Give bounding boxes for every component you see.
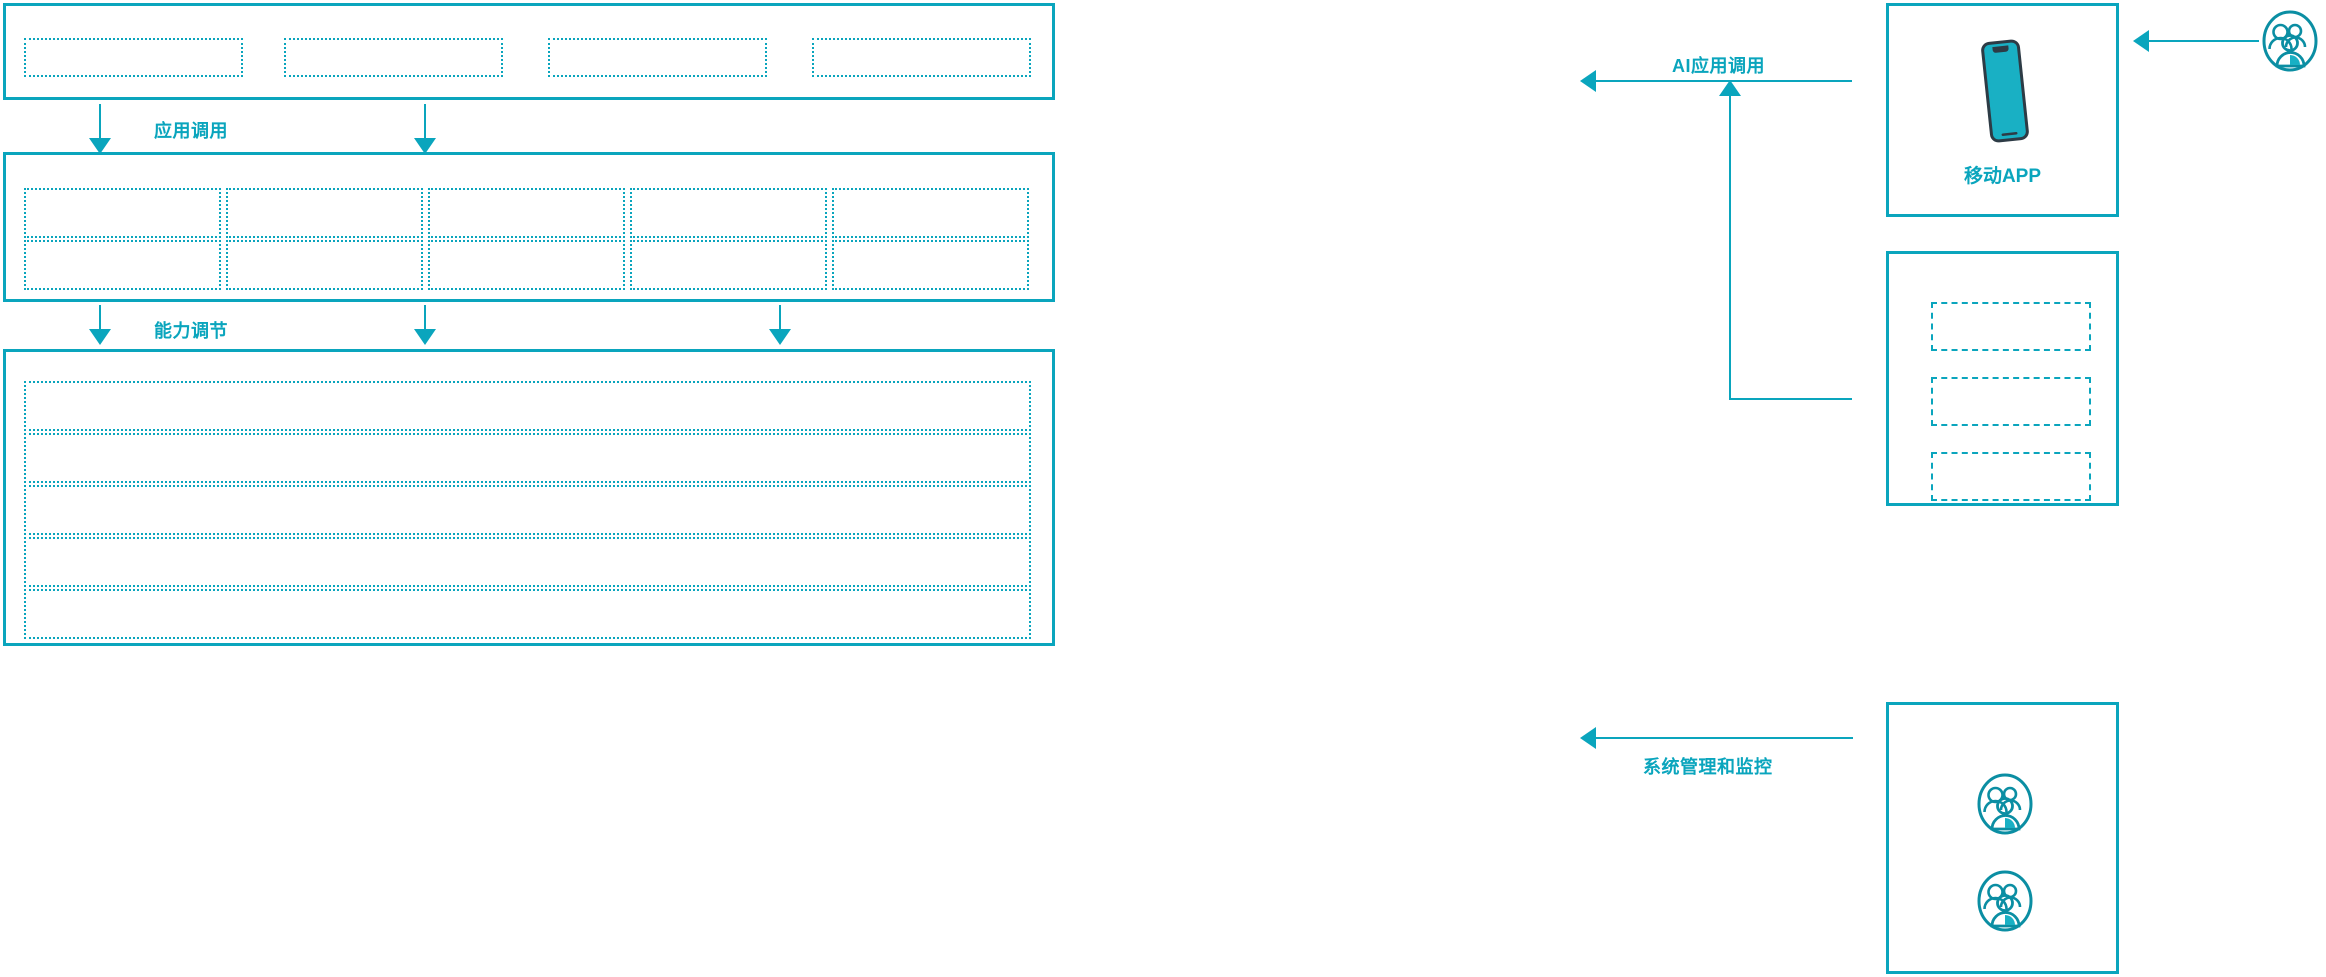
operator-user-group-icon-2[interactable] [1976,870,2034,932]
operator-user-group-icon-1[interactable] [1976,773,2034,835]
capability-arrow-2-shaft [424,305,426,339]
operator-card[interactable] [1886,702,2119,974]
capability-arrow-3-head [769,329,791,345]
capability-box-r2c5[interactable] [832,240,1029,290]
app-call-arrow-1-shaft [99,104,101,140]
application-layer-panel [3,3,1055,100]
channel-list-box-1[interactable] [1931,302,2091,351]
capability-box-r1c4[interactable] [630,188,827,238]
infrastructure-row-3[interactable] [24,485,1031,535]
app-call-arrow-2-shaft [424,104,426,140]
infrastructure-row-2[interactable] [24,433,1031,483]
app-call-label: 应用调用 [154,121,228,141]
infrastructure-row-5[interactable] [24,589,1031,639]
capability-box-r1c1[interactable] [24,188,221,238]
channel-list-box-2[interactable] [1931,377,2091,426]
capability-arrow-1-shaft [99,305,101,339]
capability-box-r1c5[interactable] [832,188,1029,238]
smartphone-icon [1973,36,2037,146]
end-user-arrow-shaft [2146,40,2259,42]
capability-box-r1c3[interactable] [428,188,625,238]
system-admin-arrow-shaft [1593,737,1853,739]
ai-app-call-label: AI应用调用 [1672,56,1765,76]
capability-arrow-3-shaft [779,305,781,339]
application-box-4[interactable] [812,38,1031,77]
ai-app-call-riser-head [1719,80,1741,96]
app-call-arrow-1-head [89,138,111,154]
system-admin-arrow-head [1580,727,1596,749]
end-user-arrow-head [2133,30,2149,52]
ai-app-call-riser-base [1729,398,1852,400]
capability-layer-panel [3,152,1055,302]
application-box-1[interactable] [24,38,243,77]
capability-arrow-1-head [89,329,111,345]
application-box-3[interactable] [548,38,767,77]
capability-arrow-2-head [414,329,436,345]
capability-box-r2c2[interactable] [226,240,423,290]
channel-list-box-3[interactable] [1931,452,2091,501]
capability-box-r2c4[interactable] [630,240,827,290]
infrastructure-row-4[interactable] [24,537,1031,587]
infrastructure-layer-panel [3,349,1055,646]
mobile-app-card[interactable]: 移动APP [1886,3,2119,217]
capability-box-r1c2[interactable] [226,188,423,238]
system-admin-monitor-label: 系统管理和监控 [1643,757,1773,777]
mobile-app-label: 移动APP [1963,166,2042,187]
application-box-2[interactable] [284,38,503,77]
ai-app-call-riser-shaft [1729,80,1731,399]
ai-app-call-arrow-head [1580,70,1596,92]
capability-adjust-label: 能力调节 [154,321,228,341]
infrastructure-row-1[interactable] [24,381,1031,431]
capability-box-r2c1[interactable] [24,240,221,290]
capability-box-r2c3[interactable] [428,240,625,290]
channel-list-card[interactable] [1886,251,2119,506]
app-call-arrow-2-head [414,138,436,154]
end-user-icon[interactable] [2261,10,2319,72]
